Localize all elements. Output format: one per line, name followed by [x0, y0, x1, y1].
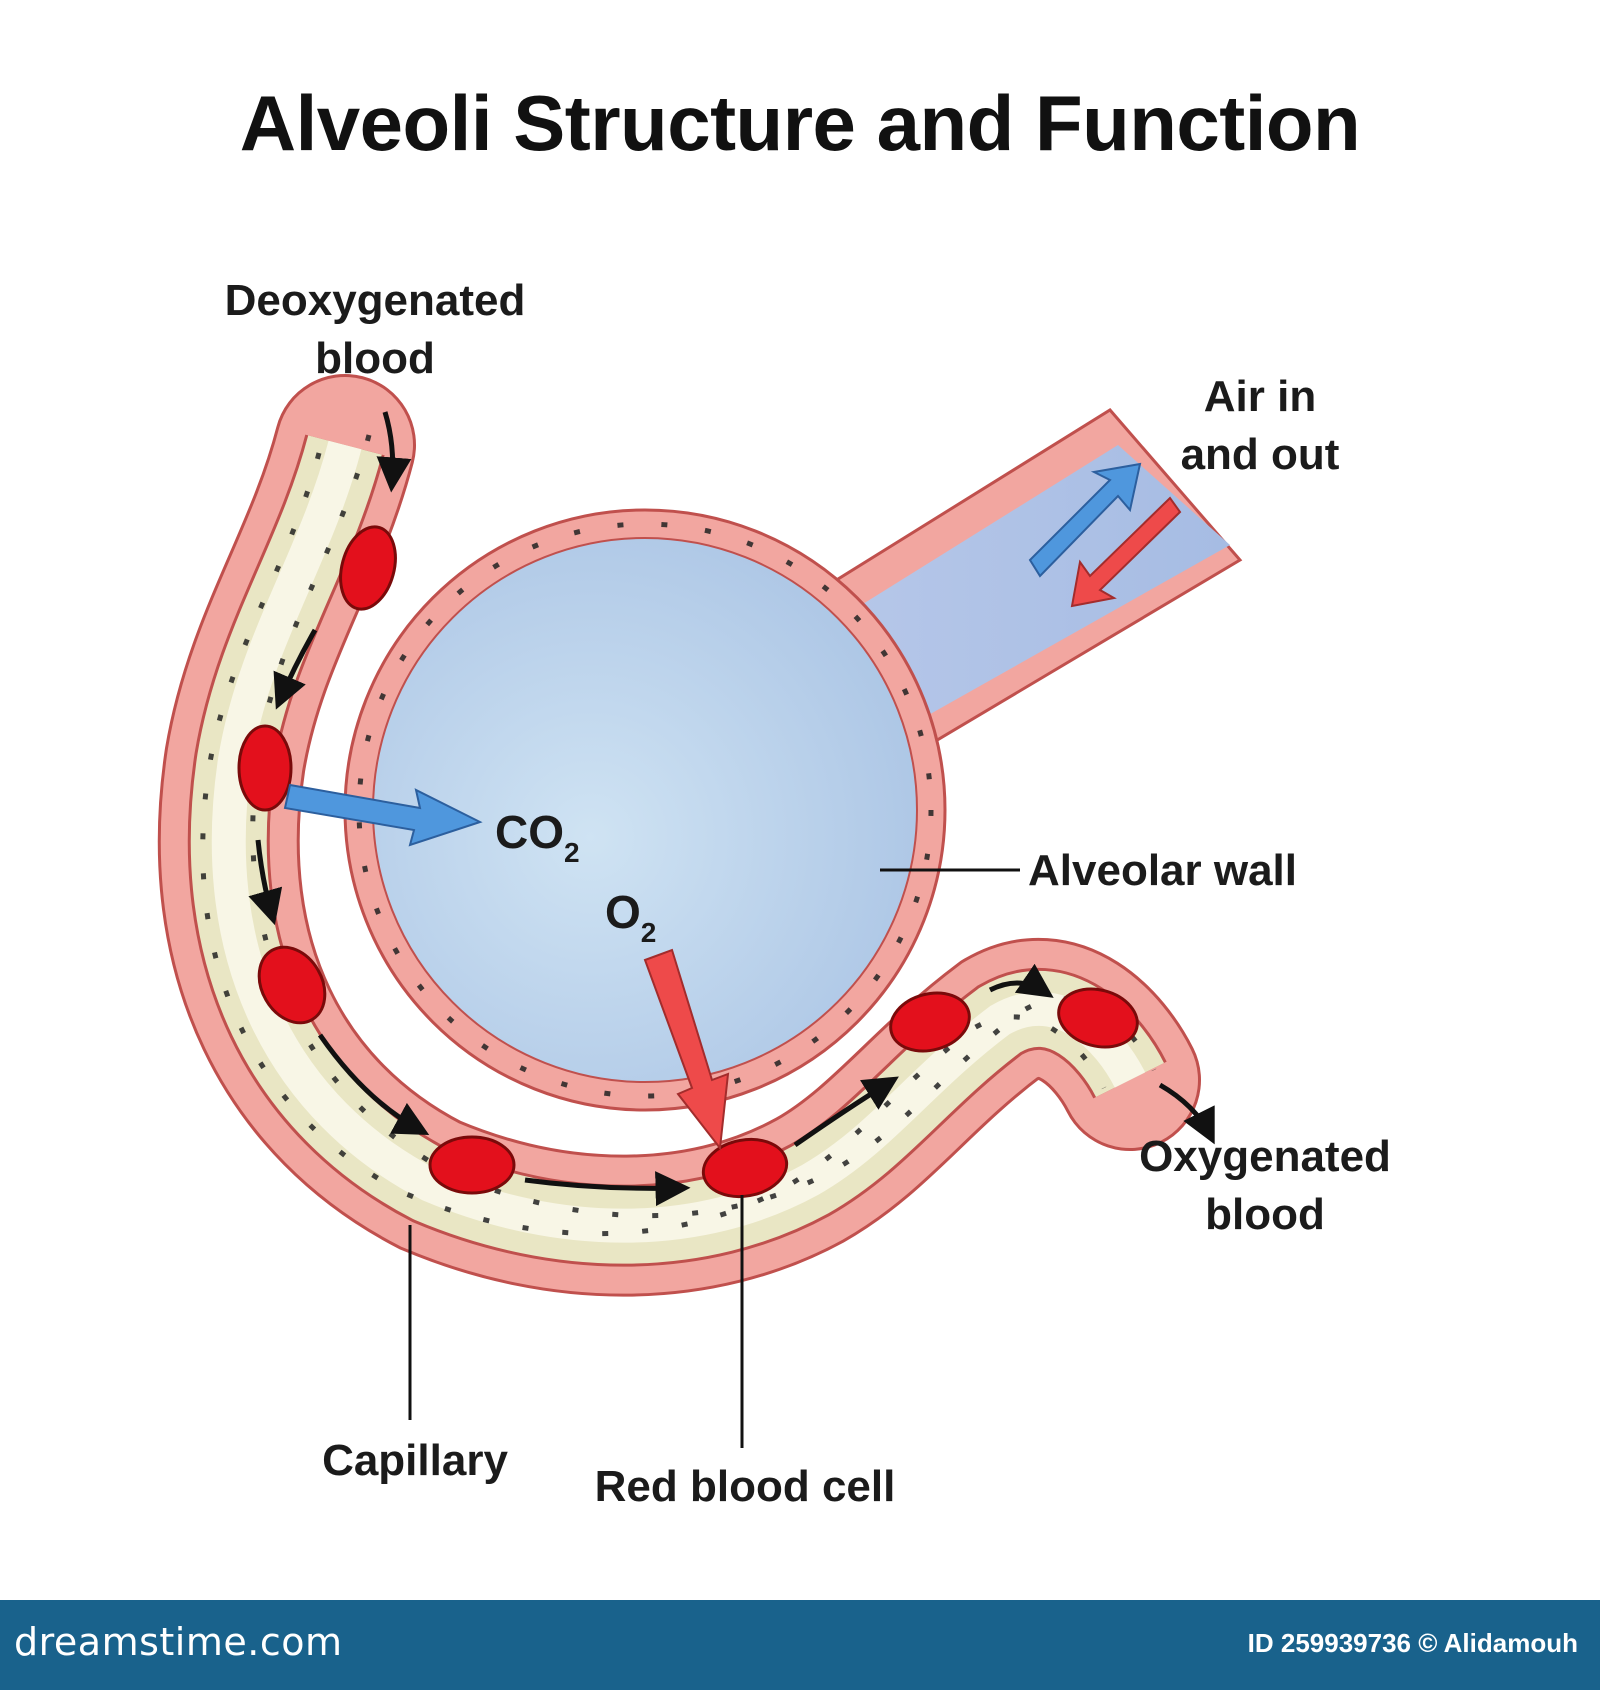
capillary-wall-nuclei-inner — [250, 434, 1157, 1219]
footer-stock-id: ID 259939736 © Alidamouh — [1247, 1628, 1578, 1658]
label-air-line1: Air in — [1203, 372, 1317, 421]
label-co2-sub: 2 — [564, 837, 580, 868]
label-deoxygenated-blood: Deoxygenated blood — [190, 272, 560, 388]
red-blood-cell — [428, 1135, 516, 1195]
red-blood-cell — [701, 1137, 789, 1199]
flow-arrow — [248, 839, 283, 926]
label-deoxygenated-line1: Deoxygenated — [224, 276, 526, 325]
label-alveolar-wall: Alveolar wall — [1028, 846, 1298, 895]
label-oxygenated-line1: Oxygenated — [1139, 1132, 1391, 1181]
blood-flow-arrows — [248, 411, 1215, 1207]
air-out-arrow — [1070, 496, 1182, 608]
label-air-in-out: Air in and out — [1150, 368, 1370, 484]
label-red-blood-cell: Red blood cell — [594, 1462, 896, 1511]
label-co2: CO2 — [495, 805, 580, 869]
red-blood-cell — [339, 525, 397, 611]
red-blood-cells — [237, 525, 1139, 1199]
red-blood-cell — [1057, 987, 1139, 1049]
alveolar-wall-nuclei — [356, 521, 934, 1099]
red-blood-cell — [257, 945, 327, 1025]
air-in-arrow — [1028, 462, 1142, 578]
co2-arrow — [283, 783, 483, 847]
label-o2: O2 — [605, 885, 656, 949]
o2-arrow — [643, 948, 730, 1151]
flow-arrow — [988, 963, 1054, 998]
label-o2-sub: 2 — [640, 917, 657, 948]
capillary-wall-nuclei-outer — [200, 452, 1107, 1237]
flow-arrow — [317, 1033, 430, 1136]
alveolus — [343, 408, 1243, 1112]
label-deoxygenated-line2: blood — [315, 334, 435, 383]
label-oxygenated-blood: Oxygenated blood — [1120, 1128, 1410, 1244]
label-air-line2: and out — [1180, 430, 1340, 479]
flow-arrow — [273, 628, 318, 710]
flow-arrow — [376, 411, 412, 493]
page-title: Alveoli Structure and Function — [239, 79, 1361, 167]
flow-arrow — [793, 1076, 899, 1148]
label-capillary: Capillary — [322, 1436, 508, 1485]
capillary — [157, 374, 1201, 1297]
label-o2-base: O — [605, 886, 641, 938]
red-blood-cell — [237, 724, 293, 812]
flow-arrow — [1158, 1082, 1215, 1145]
footer-brand[interactable]: dreamstime.com — [14, 1620, 343, 1664]
red-blood-cell — [889, 991, 971, 1053]
label-oxygenated-line2: blood — [1205, 1190, 1325, 1239]
label-co2-base: CO — [495, 806, 564, 858]
alveolus-diagram — [157, 374, 1243, 1448]
footer-bar: dreamstime.com ID 259939736 © Alidamouh — [0, 1600, 1600, 1690]
flow-arrow — [524, 1171, 691, 1207]
capillary-plasma-highlight — [211, 440, 1146, 1243]
